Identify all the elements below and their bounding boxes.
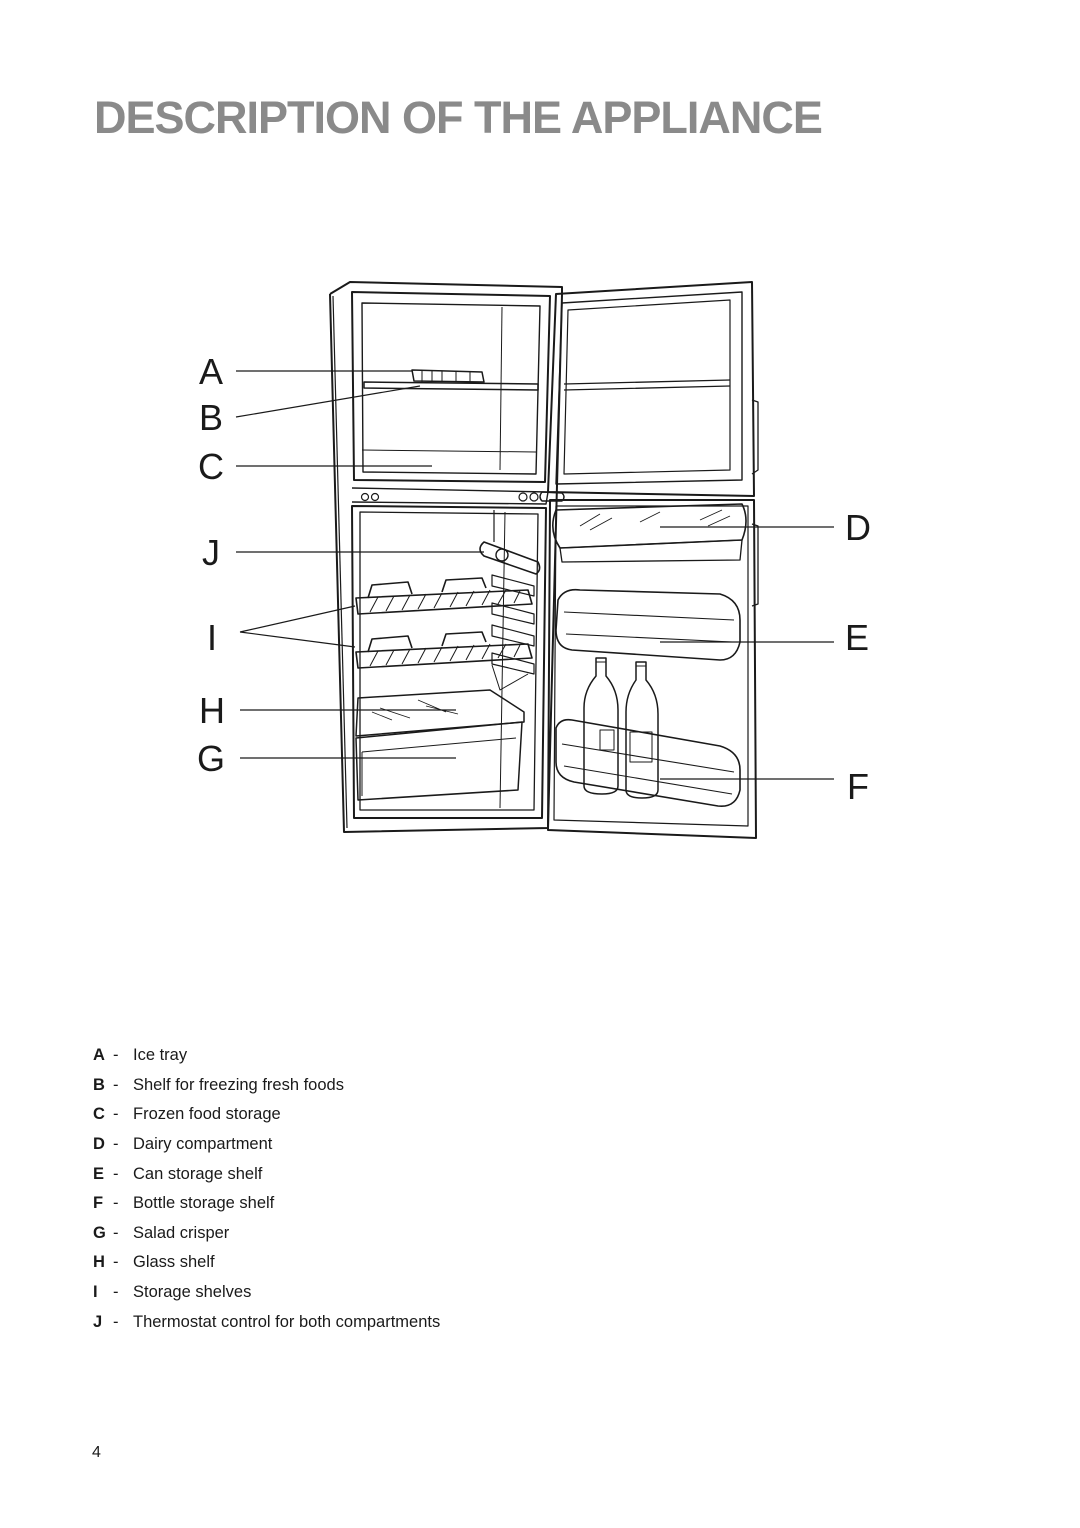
callout-c: C [198, 446, 224, 487]
callout-j: J [202, 532, 220, 573]
legend-key: B [93, 1075, 105, 1094]
freezer-compartment [351, 291, 551, 483]
wire-shelf-upper [355, 577, 533, 615]
fridge-drawing [329, 281, 759, 839]
legend-separator: - [113, 1312, 119, 1331]
freezer-shelf [363, 381, 539, 391]
legend-item: A-Ice tray [93, 1041, 440, 1071]
page-title: DESCRIPTION OF THE APPLIANCE [94, 92, 823, 143]
legend-item: J-Thermostat control for both compartmen… [93, 1307, 440, 1337]
legend-description: Thermostat control for both compartments [133, 1312, 441, 1331]
legend-separator: - [113, 1105, 119, 1124]
fridge-door [547, 499, 757, 839]
legend-key: E [93, 1164, 105, 1183]
callout-i: I [207, 617, 217, 658]
legend-key: A [93, 1046, 105, 1065]
callout-a: A [199, 351, 223, 392]
legend-separator: - [113, 1046, 119, 1065]
legend-item: H-Glass shelf [93, 1248, 440, 1278]
legend-item: E-Can storage shelf [93, 1159, 440, 1189]
legend-key: C [93, 1105, 105, 1124]
wire-shelf-lower [355, 631, 533, 669]
legend-separator: - [113, 1194, 119, 1213]
ice-tray [411, 369, 485, 383]
legend-description: Shelf for freezing fresh foods [133, 1075, 344, 1094]
glass-shelf [355, 689, 525, 737]
can-storage-shelf [555, 588, 741, 661]
legend-item: G-Salad crisper [93, 1219, 440, 1249]
legend-description: Dairy compartment [133, 1135, 273, 1154]
freezer-door [547, 281, 755, 497]
appliance-diagram: A B C J I H G D E F [197, 281, 871, 839]
bottle-storage-shelf [555, 718, 741, 807]
cabinet-outline [329, 281, 563, 833]
legend-separator: - [113, 1253, 119, 1272]
legend-separator: - [113, 1075, 119, 1094]
legend-description: Can storage shelf [133, 1164, 263, 1183]
callout-e: E [845, 617, 869, 658]
callout-g: G [197, 738, 225, 779]
legend-description: Frozen food storage [133, 1105, 281, 1124]
page-number: 4 [92, 1444, 101, 1461]
legend-description: Salad crisper [133, 1223, 230, 1242]
legend-key: F [93, 1194, 104, 1213]
legend-description: Storage shelves [133, 1283, 252, 1302]
legend-item: B-Shelf for freezing fresh foods [93, 1071, 440, 1101]
legend-separator: - [113, 1283, 119, 1302]
callout-d: D [845, 507, 871, 548]
legend-item: C-Frozen food storage [93, 1100, 440, 1130]
legend-description: Glass shelf [133, 1253, 215, 1272]
callout-h: H [199, 690, 225, 731]
legend-key: G [93, 1223, 106, 1242]
legend-separator: - [113, 1223, 119, 1242]
dairy-compartment [552, 503, 747, 563]
legend-description: Bottle storage shelf [133, 1194, 275, 1213]
parts-legend: A-Ice tray B-Shelf for freezing fresh fo… [93, 1041, 440, 1337]
legend-separator: - [113, 1164, 119, 1183]
fridge-compartment [351, 505, 547, 819]
callout-f: F [847, 766, 869, 807]
legend-key: I [93, 1283, 98, 1302]
legend-item: D-Dairy compartment [93, 1130, 440, 1160]
leader-lines [235, 370, 834, 780]
salad-crisper [355, 721, 523, 801]
legend-separator: - [113, 1135, 119, 1154]
legend-key: J [93, 1312, 103, 1331]
legend-key: D [93, 1135, 105, 1154]
legend-description: Ice tray [133, 1046, 188, 1065]
callout-b: B [199, 397, 223, 438]
legend-item: I-Storage shelves [93, 1278, 440, 1308]
legend-key: H [93, 1253, 105, 1272]
legend-item: F-Bottle storage shelf [93, 1189, 440, 1219]
thermostat-control [479, 510, 541, 575]
